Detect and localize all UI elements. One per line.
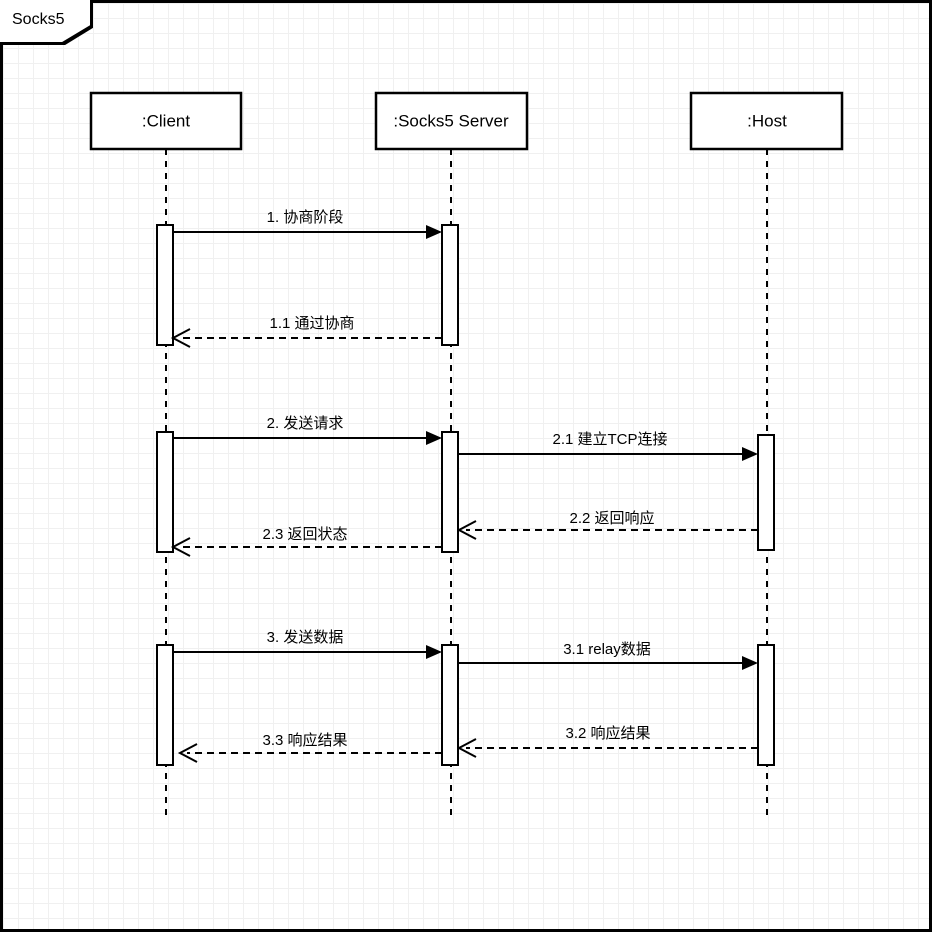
message-3-1-arrowhead xyxy=(742,656,758,670)
lifelines-group xyxy=(165,149,768,818)
message-3-1[interactable]: 3.1 relay数据 xyxy=(458,641,758,670)
activation-bar-client-1[interactable] xyxy=(156,224,174,346)
message-1[interactable]: 1. 协商阶段 xyxy=(173,209,442,239)
activation-bar-server-1[interactable] xyxy=(441,224,459,346)
message-3-label: 3. 发送数据 xyxy=(267,629,344,646)
message-1-label: 1. 协商阶段 xyxy=(267,209,344,226)
activation-bar-server-3[interactable] xyxy=(441,644,459,766)
message-2-3-arrowhead xyxy=(170,537,191,557)
participant-box-server[interactable] xyxy=(374,91,529,151)
participant-client[interactable]: :Client xyxy=(89,91,243,151)
message-2-1-arrowhead xyxy=(742,447,758,461)
participant-server[interactable]: :Socks5 Server xyxy=(374,91,529,151)
participant-box-client[interactable] xyxy=(89,91,243,151)
message-2-3[interactable]: 2.3 返回状态 xyxy=(170,526,442,557)
activation-bar-server-2[interactable] xyxy=(441,431,459,553)
message-2-3-label: 2.3 返回状态 xyxy=(262,526,347,543)
message-2[interactable]: 2. 发送请求 xyxy=(173,415,442,445)
message-3-3-arrowhead xyxy=(177,743,198,763)
message-3-3-label: 3.3 响应结果 xyxy=(262,731,347,749)
participant-label-client: :Client xyxy=(142,111,190,130)
message-1-arrowhead xyxy=(426,225,442,239)
diagram-title-label: Socks5 xyxy=(12,11,65,28)
message-1-1-label: 1.1 通过协商 xyxy=(269,315,354,332)
message-1-1[interactable]: 1.1 通过协商 xyxy=(170,315,442,348)
participant-label-server: :Socks5 Server xyxy=(393,111,509,130)
activation-bar-client-3[interactable] xyxy=(156,644,174,766)
message-3-arrowhead xyxy=(426,645,442,659)
message-3[interactable]: 3. 发送数据 xyxy=(173,629,442,659)
activation-bar-host-2[interactable] xyxy=(757,644,775,766)
message-3-3[interactable]: 3.3 响应结果 xyxy=(177,731,442,763)
message-2-1[interactable]: 2.1 建立TCP连接 xyxy=(458,431,758,461)
message-3-2-arrowhead xyxy=(456,738,477,758)
activation-bar-client-2[interactable] xyxy=(156,431,174,553)
diagram-title-tab[interactable]: Socks5 xyxy=(0,0,93,45)
message-2-label: 2. 发送请求 xyxy=(267,415,344,432)
message-3-2[interactable]: 3.2 响应结果 xyxy=(456,724,758,758)
activation-bar-host-1[interactable] xyxy=(757,434,775,551)
message-1-1-arrowhead xyxy=(170,328,191,348)
message-3-2-label: 3.2 响应结果 xyxy=(565,724,650,742)
message-2-2-label: 2.2 返回响应 xyxy=(569,509,654,527)
participant-box-host[interactable] xyxy=(689,91,844,151)
message-2-arrowhead xyxy=(426,431,442,445)
message-2-2[interactable]: 2.2 返回响应 xyxy=(456,509,758,540)
participant-host[interactable]: :Host xyxy=(689,91,844,151)
activation-bars-group xyxy=(156,224,775,766)
message-2-1-label: 2.1 建立TCP连接 xyxy=(552,431,667,448)
participant-label-host: :Host xyxy=(747,111,787,130)
message-2-2-arrowhead xyxy=(456,520,477,540)
message-3-1-label: 3.1 relay数据 xyxy=(563,641,651,658)
